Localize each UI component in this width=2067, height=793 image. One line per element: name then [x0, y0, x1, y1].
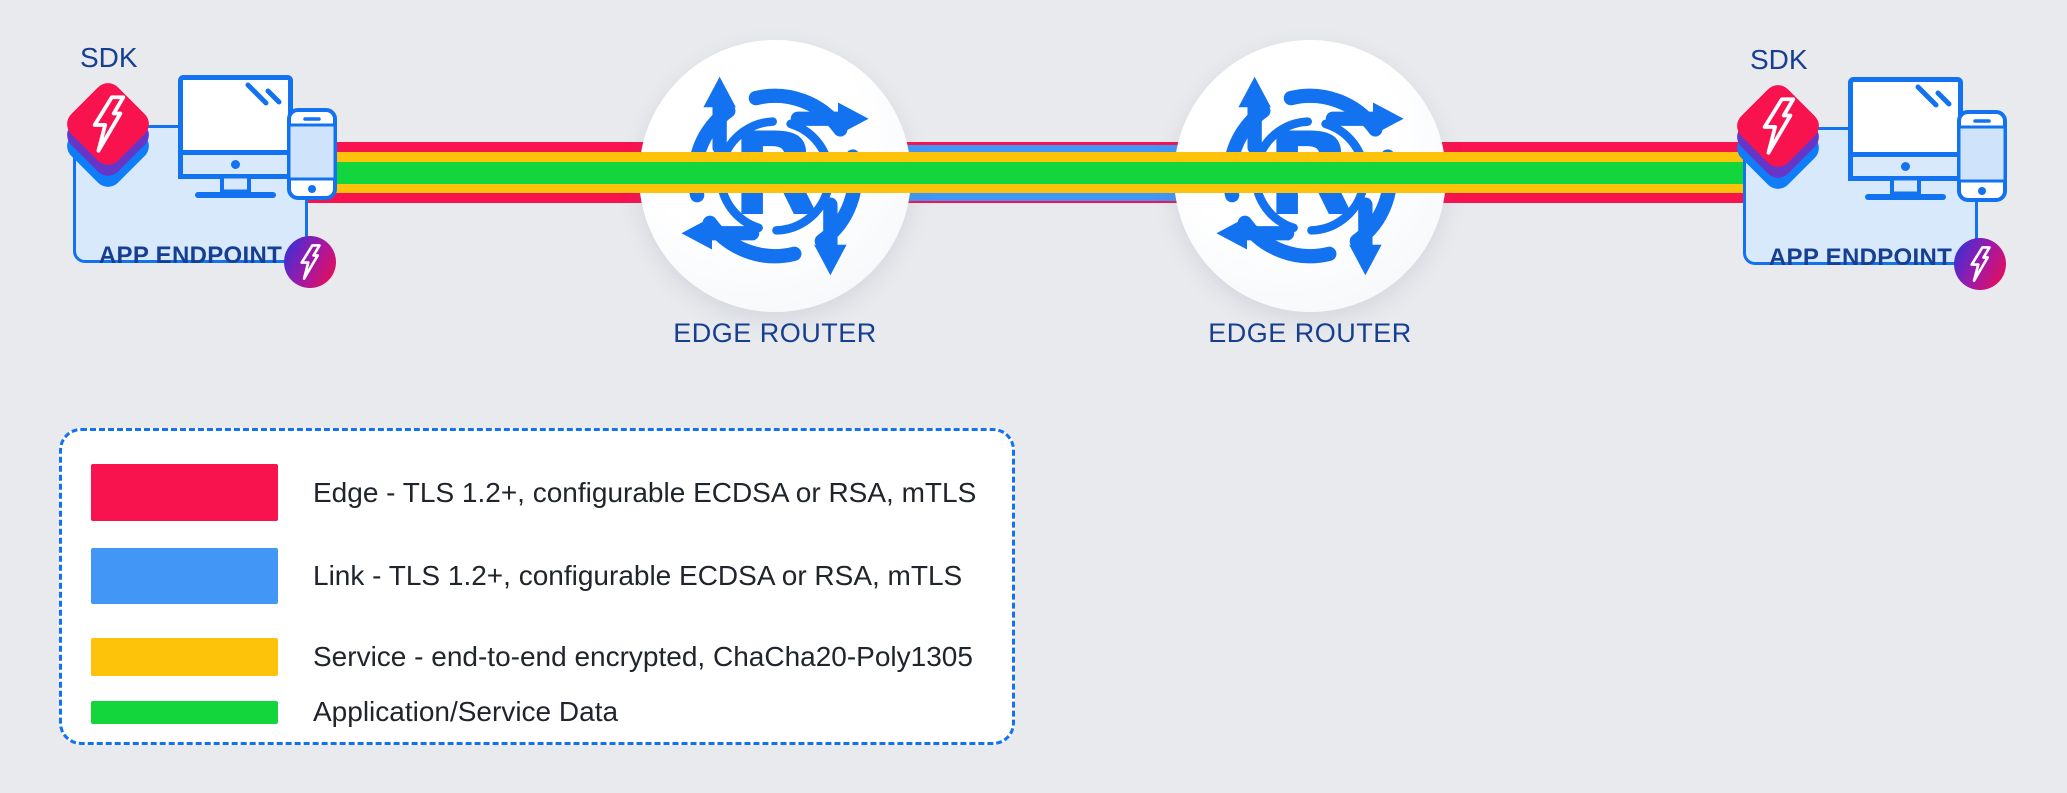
service-band-bottom — [300, 184, 1748, 193]
lightning-bolt-icon — [1970, 246, 1991, 282]
legend-box: Edge - TLS 1.2+, configurable ECDSA or R… — [59, 428, 1015, 745]
monitor-icon — [1848, 77, 1963, 200]
edge-router-label-right: EDGE ROUTER — [1208, 318, 1412, 348]
legend-label-data: Application/Service Data — [313, 696, 619, 727]
lightning-bolt-icon — [1762, 97, 1796, 155]
lightning-bolt-icon — [300, 244, 321, 280]
link-band-top — [775, 144, 1310, 152]
legend-swatch-edge — [91, 464, 278, 521]
endpoint-badge-icon — [284, 236, 336, 288]
edge-router-label-left: EDGE ROUTER — [673, 318, 877, 348]
edge-router-icon: R — [681, 76, 869, 276]
data-band — [300, 162, 1748, 184]
app-endpoint-left: SDK APP ENDPOINT — [50, 30, 350, 325]
sdk-label: SDK — [1750, 44, 1808, 75]
smartphone-icon — [1957, 110, 2007, 202]
endpoint-badge-icon — [1954, 238, 2006, 290]
link-band-bottom — [775, 193, 1310, 201]
legend-label-link: Link - TLS 1.2+, configurable ECDSA or R… — [313, 560, 963, 591]
app-endpoint-label: APP ENDPOINT — [1768, 244, 1953, 271]
legend-swatch-link — [91, 548, 278, 604]
monitor-icon — [178, 75, 293, 198]
legend-label-service: Service - end-to-end encrypted, ChaCha20… — [313, 641, 973, 672]
app-endpoint-right: SDK APP ENDPOINT — [1720, 32, 2020, 327]
sdk-label: SDK — [80, 42, 138, 73]
legend-label-edge: Edge - TLS 1.2+, configurable ECDSA or R… — [313, 477, 977, 508]
lightning-bolt-icon — [92, 95, 126, 153]
legend-swatch-data — [91, 701, 278, 724]
legend-swatch-service — [91, 638, 278, 676]
smartphone-icon — [287, 108, 337, 200]
app-endpoint-label: APP ENDPOINT — [98, 242, 283, 269]
service-band-top — [300, 152, 1748, 162]
